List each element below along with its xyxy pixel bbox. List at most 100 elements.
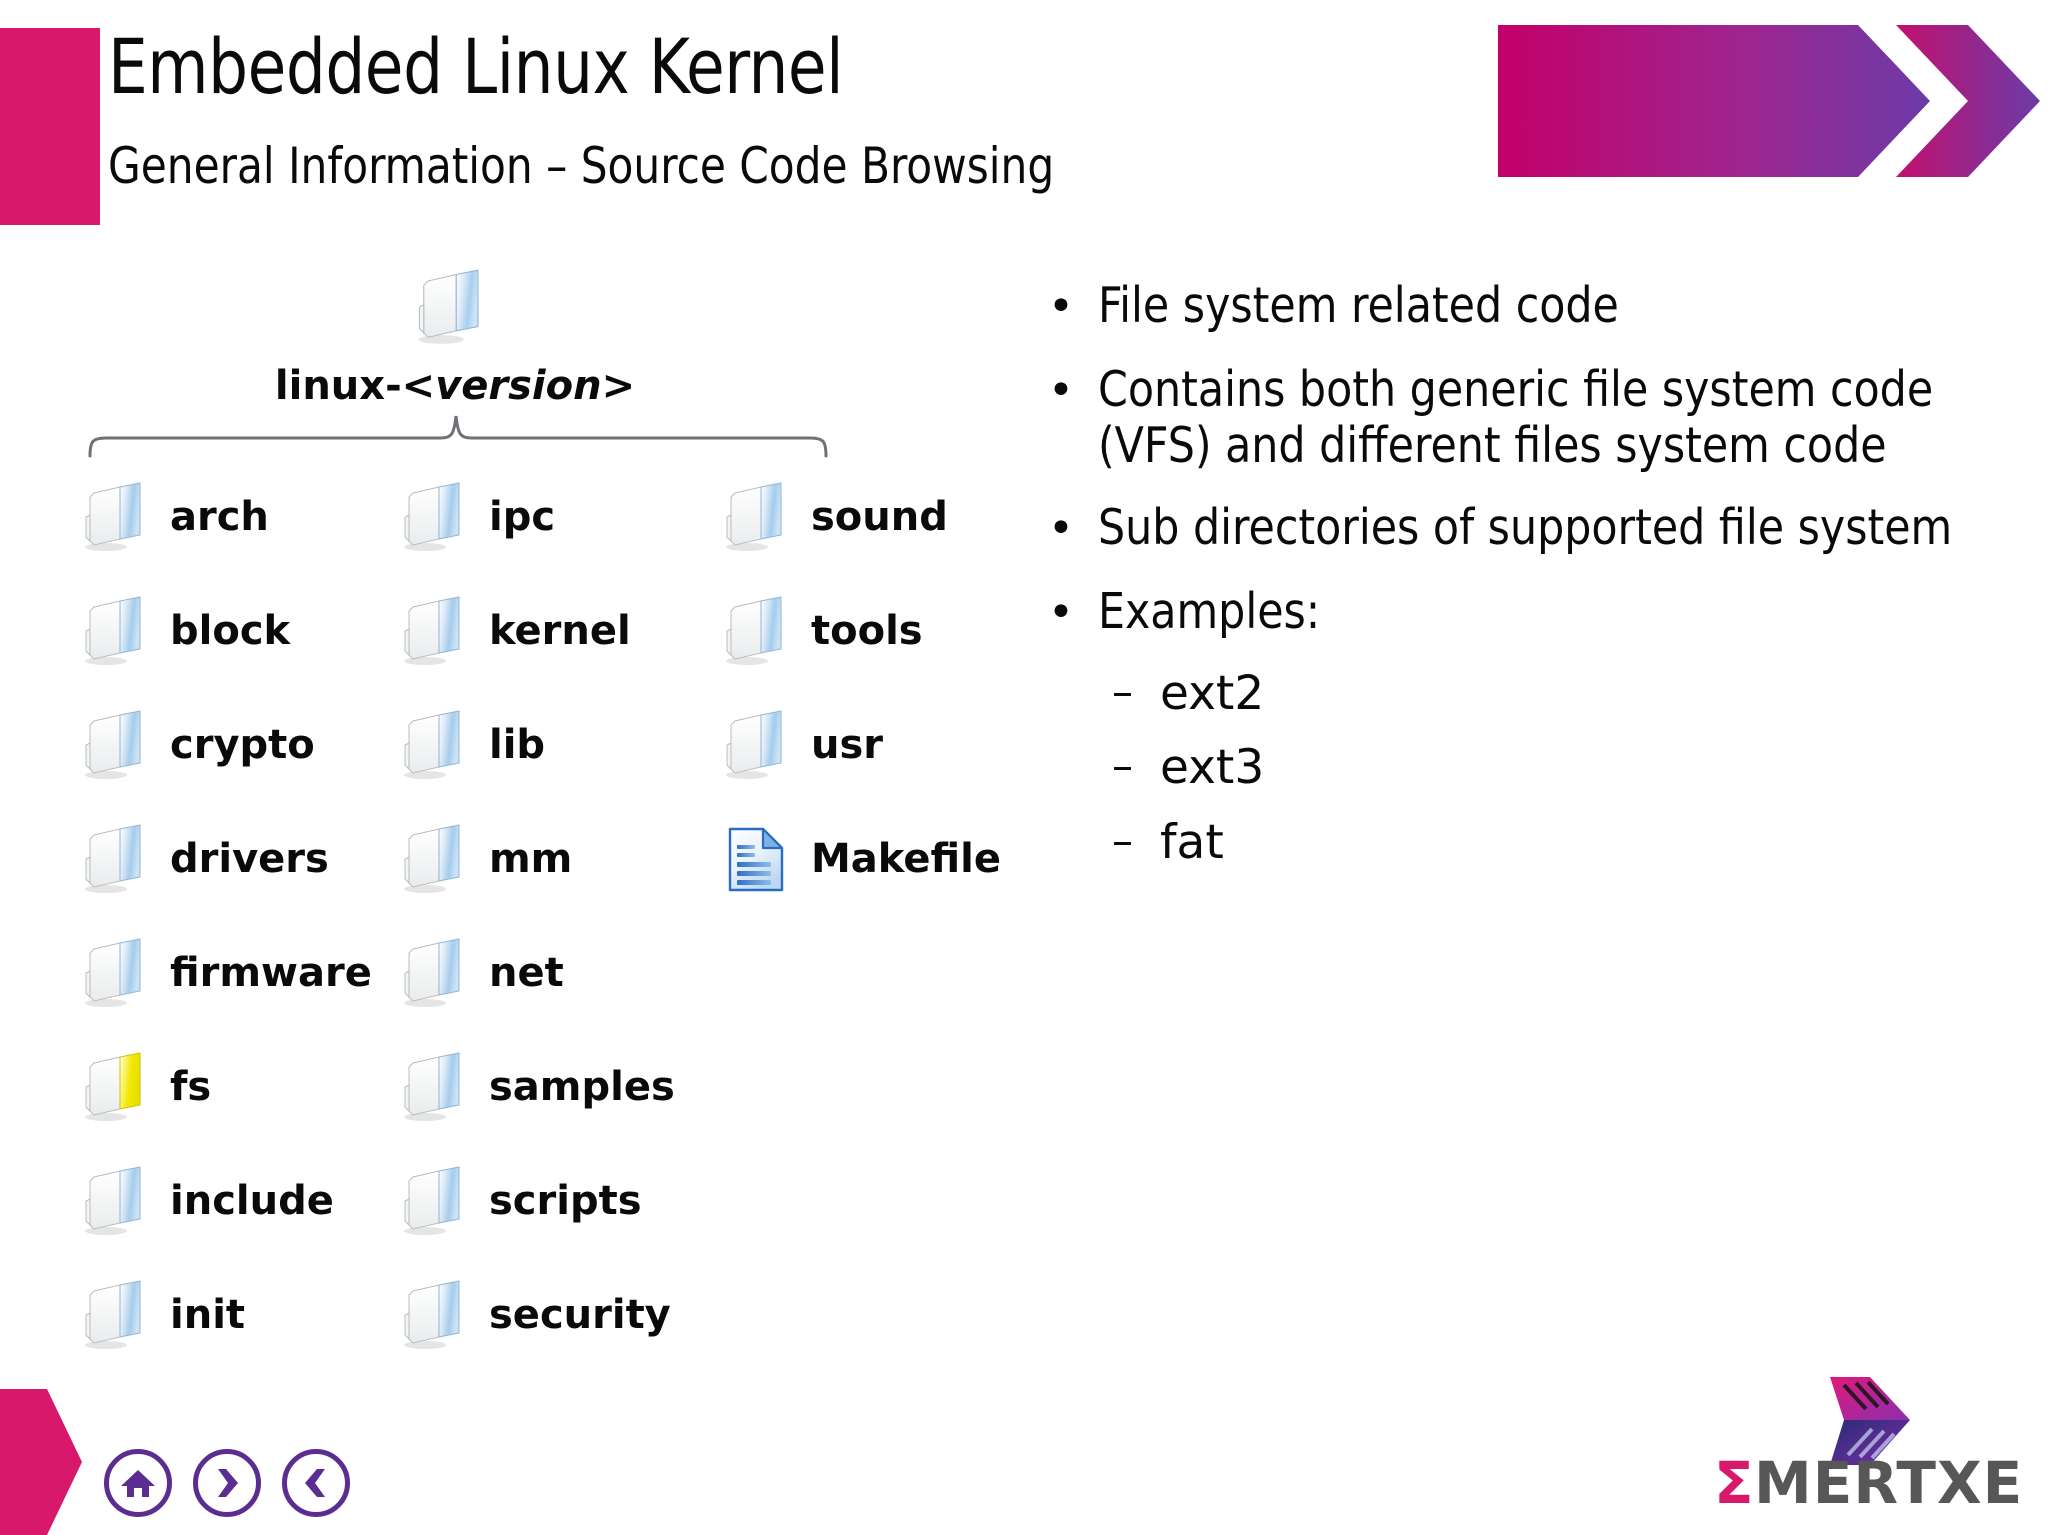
folder-item[interactable]: tools <box>725 574 1001 688</box>
bullet-text: File system related code <box>1098 277 1619 334</box>
folder-item[interactable]: Makefile <box>725 802 1001 916</box>
folder-item-label: init <box>170 1292 246 1338</box>
sub-bullet-text: ext2 <box>1160 665 1265 721</box>
folder-icon <box>403 1279 469 1351</box>
folder-icon <box>85 1280 141 1349</box>
folder-icon <box>404 596 460 665</box>
header-banner-chevron-icon <box>1498 25 2048 177</box>
folder-item[interactable]: block <box>84 574 372 688</box>
folder-item[interactable]: scripts <box>403 1144 675 1258</box>
folder-item[interactable]: ipc <box>403 460 675 574</box>
bullet-item: • Contains both generic file system code … <box>1040 362 2020 474</box>
curly-brace-connector-icon <box>88 412 828 458</box>
folder-item-label: tools <box>811 608 923 654</box>
page-title: Embedded Linux Kernel <box>108 22 844 111</box>
folder-icon <box>404 1052 460 1121</box>
sub-bullet-item: –ext3 <box>1112 742 2020 795</box>
folder-item[interactable]: lib <box>403 688 675 802</box>
folder-item[interactable]: fs <box>84 1030 372 1144</box>
folder-icon <box>85 1166 141 1235</box>
previous-button[interactable] <box>282 1449 350 1517</box>
folder-icon <box>404 482 460 551</box>
bullet-item: • Sub directories of supported file syste… <box>1040 498 2020 558</box>
folder-icon <box>726 596 782 665</box>
folder-icon <box>84 709 150 781</box>
folder-item[interactable]: kernel <box>403 574 675 688</box>
folder-item-label: include <box>170 1178 334 1224</box>
sub-bullet-item: –fat <box>1112 814 2020 870</box>
bullet-item: •File system related code <box>1040 278 2020 336</box>
folder-icon <box>403 1165 469 1237</box>
folder-item-label: block <box>170 608 291 654</box>
folder-icon <box>404 824 460 893</box>
bullet-dot-icon: • <box>1048 586 1074 638</box>
folder-item[interactable]: crypto <box>84 688 372 802</box>
folder-item-label: usr <box>811 722 884 768</box>
folder-icon <box>725 481 791 553</box>
folder-item[interactable]: sound <box>725 460 1001 574</box>
folder-icon <box>403 595 469 667</box>
folder-icon <box>84 823 150 895</box>
folder-icon <box>85 824 141 893</box>
bullet-dot-icon: • <box>1048 502 1074 554</box>
document-icon <box>725 823 791 895</box>
folder-icon <box>85 938 141 1007</box>
folder-item[interactable]: samples <box>403 1030 675 1144</box>
bullet-text: Sub directories of supported file system <box>1098 498 1953 556</box>
folder-item-label: ipc <box>489 494 556 540</box>
folder-icon <box>84 1279 150 1351</box>
folder-icon <box>85 596 141 665</box>
root-label-prefix: linux-< <box>274 363 436 409</box>
root-label-version: version <box>435 363 602 409</box>
logo-word-text: MERTXE <box>1754 1453 2023 1515</box>
sub-bullet-text: fat <box>1160 814 1224 870</box>
folder-icon <box>404 1280 460 1349</box>
folder-item-label: arch <box>170 494 269 540</box>
folder-item[interactable]: drivers <box>84 802 372 916</box>
folder-item[interactable]: mm <box>403 802 675 916</box>
bullet-item: • Examples: <box>1040 582 2020 642</box>
sub-bullet-item: –ext2 <box>1112 665 2020 721</box>
folder-item[interactable]: include <box>84 1144 372 1258</box>
root-label-suffix: > <box>601 363 636 409</box>
folder-icon <box>85 482 141 551</box>
folder-column-3: sound tools <box>725 460 1001 916</box>
folder-item-label: net <box>489 950 564 996</box>
root-folder-label: linux-<version> <box>270 363 640 409</box>
folder-icon <box>84 595 150 667</box>
folder-icon <box>725 709 791 781</box>
folder-icon <box>403 823 469 895</box>
home-button[interactable] <box>104 1449 172 1517</box>
folder-icon <box>85 1052 141 1121</box>
folder-item-label: Makefile <box>811 836 1001 882</box>
root-folder-icon <box>417 268 489 346</box>
folder-item-label: security <box>489 1292 671 1338</box>
folder-icon <box>726 482 782 551</box>
bullet-text: Contains both generic file system code (… <box>1098 361 1934 474</box>
folder-icon <box>403 709 469 781</box>
folder-item[interactable]: net <box>403 916 675 1030</box>
folder-item[interactable]: firmware <box>84 916 372 1030</box>
folder-icon <box>403 1051 469 1123</box>
navigation-buttons <box>104 1449 350 1517</box>
bullet-dot-icon: • <box>1048 365 1074 416</box>
folder-icon <box>84 1051 150 1123</box>
folder-icon <box>84 937 150 1009</box>
sub-bullet-text: ext3 <box>1160 740 1265 796</box>
folder-item[interactable]: init <box>84 1258 372 1372</box>
next-button[interactable] <box>193 1449 261 1517</box>
folder-item-label: lib <box>489 722 546 768</box>
folder-item-label: crypto <box>170 722 315 768</box>
sub-bullet-dash-icon: – <box>1112 815 1133 865</box>
folder-column-2: ipc kernel <box>403 460 675 1372</box>
folder-item[interactable]: usr <box>725 688 1001 802</box>
folder-icon <box>725 595 791 667</box>
folder-icon <box>84 1165 150 1237</box>
bullet-text: Examples: <box>1098 582 1321 640</box>
folder-item[interactable]: security <box>403 1258 675 1372</box>
header-accent-bar <box>0 28 100 225</box>
folder-icon <box>85 710 141 779</box>
folder-icon <box>84 481 150 553</box>
document-icon <box>728 827 784 892</box>
folder-item[interactable]: arch <box>84 460 372 574</box>
